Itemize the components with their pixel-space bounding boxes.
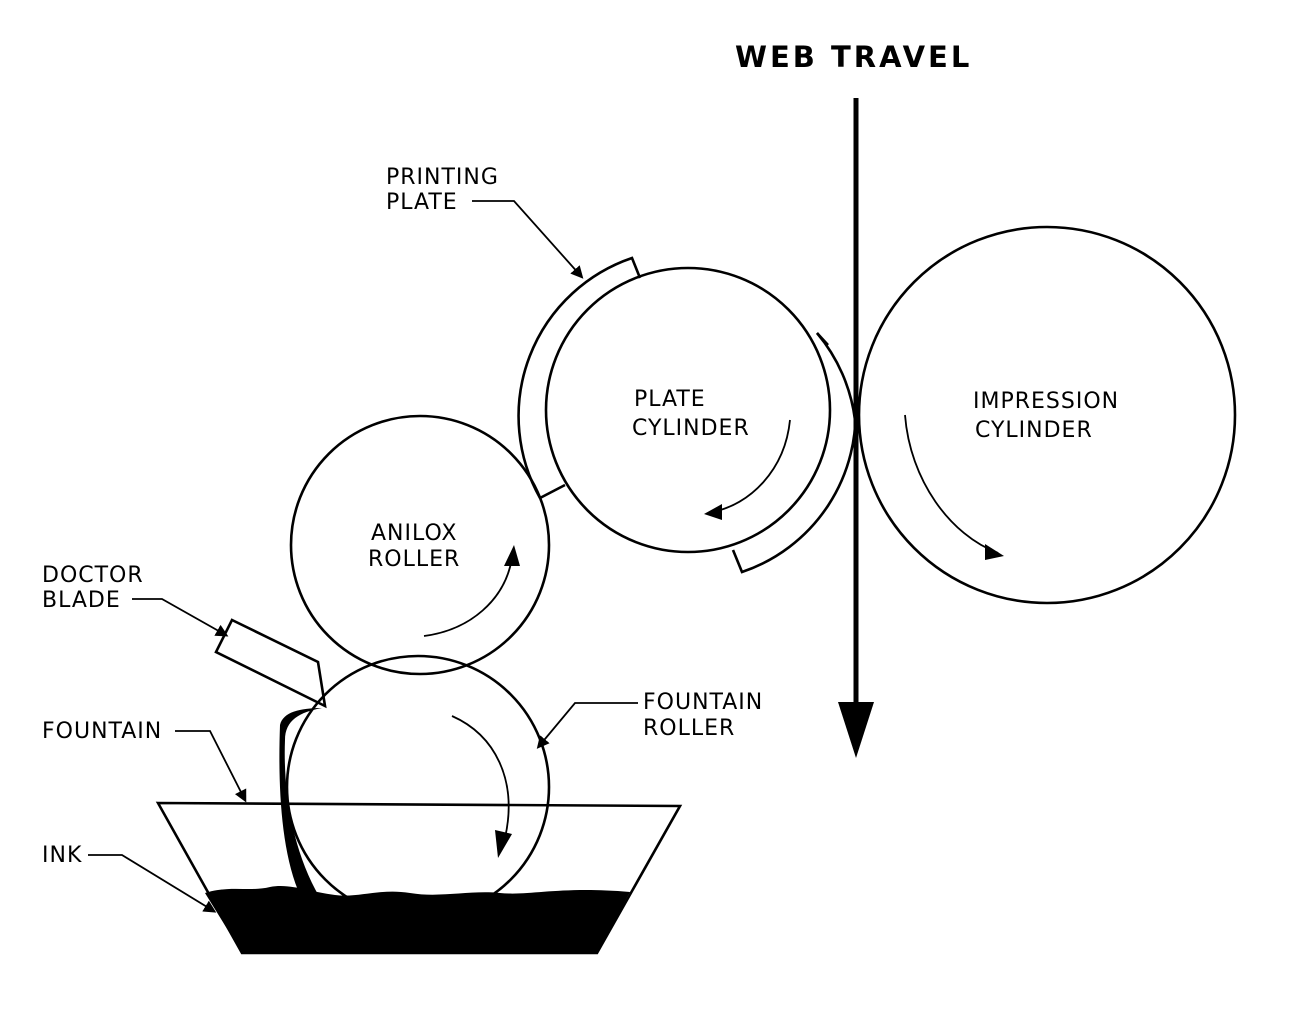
impression-cylinder-label-line1: IMPRESSION <box>973 389 1119 414</box>
anilox-rotation-arrow <box>423 557 513 637</box>
impression-cylinder <box>857 225 1237 605</box>
doctor-blade-leader <box>132 598 229 637</box>
plate-rotation-arrow <box>711 419 791 513</box>
ink-label: INK <box>42 843 82 868</box>
printing-plate-leader <box>472 200 584 279</box>
printing-plate-label-line1: PRINTING <box>386 165 499 190</box>
plate-cylinder-label-line1: PLATE <box>634 387 706 412</box>
plate-cylinder <box>544 266 832 554</box>
plate-cylinder-label-line2: CYLINDER <box>632 416 750 441</box>
fountain-rotation-arrow <box>451 715 510 839</box>
anilox-roller-label-line1: ANILOX <box>371 521 457 546</box>
fountain-roller <box>285 654 551 920</box>
ink-leader <box>88 854 217 913</box>
ink-pool <box>205 885 630 953</box>
doctor-blade-label-line2: BLADE <box>42 588 121 613</box>
fountain-roller-leader <box>536 702 638 749</box>
web-travel-title: WEB TRAVEL <box>735 40 972 74</box>
impression-cylinder-label-line2: CYLINDER <box>975 418 1093 443</box>
fountain-leader <box>175 730 247 803</box>
doctor-blade <box>214 618 327 709</box>
printing-plate-label-line2: PLATE <box>386 190 458 215</box>
fountain-label: FOUNTAIN <box>42 719 162 744</box>
impression-rotation-arrow <box>904 414 999 554</box>
doctor-blade-label-line1: DOCTOR <box>42 563 144 588</box>
anilox-roller <box>289 414 551 676</box>
fountain-roller-label-line1: FOUNTAIN <box>643 690 763 715</box>
ink-film <box>279 708 322 898</box>
anilox-roller-label-line2: ROLLER <box>368 547 460 572</box>
printing-plate <box>517 256 857 574</box>
fountain-roller-label-line2: ROLLER <box>643 716 735 741</box>
